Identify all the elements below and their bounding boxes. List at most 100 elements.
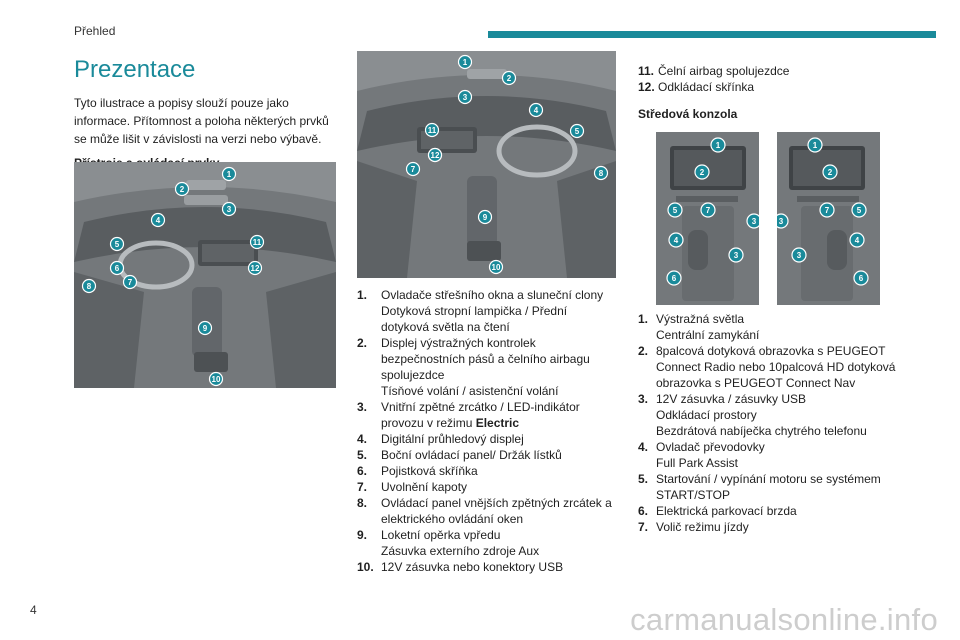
list-item: 4. Digitální průhledový displej — [357, 431, 617, 447]
callout-marker — [457, 89, 473, 105]
list-item: 5.Startování / vypínání motoru se systém… — [638, 471, 928, 503]
list-item-number: 1. — [357, 288, 368, 302]
list-item-number: 1. — [638, 312, 649, 326]
callout-label: 9 — [483, 213, 488, 222]
list-item: 2. 8palcová dotyková obrazovka s PEUGEOT … — [638, 343, 928, 391]
list-item-line: Pojistková skříňka — [381, 464, 478, 478]
callout-label: 6 — [115, 264, 120, 273]
list-item: 11.Čelní airbag spolujezdce — [638, 63, 928, 79]
callout-marker — [746, 213, 759, 229]
list-item-number: 5. — [357, 448, 368, 462]
list-item-line: 8palcová dotyková obrazovka s PEUGEOT Co… — [656, 344, 896, 390]
list-item-text: Volič režimu jízdy — [656, 519, 928, 535]
callout-marker — [710, 137, 726, 153]
callout-label: 7 — [825, 206, 830, 215]
callout-label: 3 — [752, 217, 757, 226]
callout-label: 10 — [492, 263, 501, 272]
list-item-line: Startování / vypínání motoru se systémem… — [656, 472, 881, 502]
callout-label: 3 — [797, 251, 802, 260]
callout-marker — [666, 270, 682, 286]
callout-label: 7 — [411, 165, 416, 174]
list-item-number: 11. — [638, 64, 655, 78]
list-item-text: Uvolnění kapoty — [381, 479, 617, 495]
list-item-text: Startování / vypínání motoru se systémem… — [656, 471, 928, 503]
list-item-line: Odkládací skřínka — [658, 80, 755, 94]
section-heading-console: Středová konzola — [638, 107, 738, 121]
callout-label: 2 — [180, 185, 185, 194]
list-item: 7. Volič režimu jízdy — [638, 519, 928, 535]
callout-marker — [851, 202, 867, 218]
callout-label: 1 — [813, 141, 818, 150]
dashboard-callouts-right: 1 2 3 4 5 6 7 8 9 10 11 12 — [405, 54, 609, 275]
list-item-line: Bezdrátová nabíječka chytrého telefonu — [656, 424, 867, 438]
list-item: 12.Odkládací skřínka — [638, 79, 928, 95]
callout-label: 3 — [227, 205, 232, 214]
list-item-number: 6. — [638, 504, 649, 518]
callout-label: 5 — [575, 127, 580, 136]
callout-marker — [221, 166, 237, 182]
callout-marker — [247, 260, 263, 276]
dashboard-callouts-left: 1 2 3 4 5 6 7 8 9 10 11 12 — [81, 166, 265, 387]
list-item-text: Displej výstražných kontrolek bezpečnost… — [381, 335, 617, 399]
list-item: 10.12V zásuvka nebo konektory USB — [357, 559, 617, 575]
list-item: 5.Boční ovládací panel/ Držák lístků — [357, 447, 617, 463]
list-item: 8. Ovládací panel vnějších zpětných zrcát… — [357, 495, 617, 527]
list-item-line: Vnitřní zpětné zrcátko / LED-indikátor p… — [381, 400, 580, 430]
dashboard-illustration-left: 1 2 3 4 5 6 7 8 9 10 11 12 — [74, 162, 336, 388]
callout-label: 3 — [734, 251, 739, 260]
list-item-line: Displej výstražných kontrolek bezpečnost… — [381, 336, 590, 382]
list-item-line: Digitální průhledový displej — [381, 432, 524, 446]
callout-marker — [81, 278, 97, 294]
callout-label: 12 — [431, 151, 440, 160]
list-item-text: Čelní airbag spolujezdce — [658, 63, 928, 79]
list-item-line: Ovladače střešního okna a sluneční clony — [381, 288, 604, 302]
callout-label: 4 — [156, 216, 161, 225]
console-callouts-right: 1 2 3 7 5 4 3 6 — [777, 137, 869, 286]
callout-marker — [424, 122, 440, 138]
list-item-text: Elektrická parkovací brzda — [656, 503, 928, 519]
list-item-number: 2. — [357, 336, 368, 350]
list-item-line: Ovládací panel vnějších zpětných zrcátek… — [381, 496, 612, 526]
callout-label: 7 — [706, 206, 711, 215]
list-item-text: Pojistková skříňka — [381, 463, 617, 479]
console-illustration-right: 1 2 3 7 5 4 3 6 — [777, 132, 880, 305]
list-item-line: Ovladač převodovky — [656, 440, 765, 454]
callout-marker — [667, 202, 683, 218]
callout-label: 4 — [674, 236, 679, 245]
callout-label: 5 — [673, 206, 678, 215]
callout-label: 1 — [227, 170, 232, 179]
list-item: 6. Elektrická parkovací brzda — [638, 503, 928, 519]
list-item-number: 7. — [638, 520, 649, 534]
callout-marker — [197, 320, 213, 336]
callout-marker — [777, 213, 789, 229]
callout-label: 3 — [463, 93, 468, 102]
callout-marker — [249, 234, 265, 250]
callout-label: 6 — [672, 274, 677, 283]
callout-label: 9 — [203, 324, 208, 333]
callout-marker — [208, 371, 224, 387]
list-item-line: Elektrická parkovací brzda — [656, 504, 797, 518]
list-item-number: 4. — [357, 432, 368, 446]
list-item-text: Odkládací skřínka — [658, 79, 928, 95]
list-item-line: Uvolnění kapoty — [381, 480, 468, 494]
list-item-number: 8. — [357, 496, 368, 510]
callout-marker — [488, 259, 504, 275]
page-title: Prezentace — [74, 56, 196, 83]
list-item-line: Zásuvka externího zdroje Aux — [381, 544, 540, 558]
list-item: 2. Displej výstražných kontrolek bezpečno… — [357, 335, 617, 399]
instrument-list: 1. Ovladače střešního okna a sluneční clo… — [357, 287, 617, 575]
list-item-text: 12V zásuvka nebo konektory USB — [381, 559, 617, 575]
callout-label: 6 — [859, 274, 864, 283]
list-item-line: Výstražná světla — [656, 312, 745, 326]
callout-marker — [853, 270, 869, 286]
list-item-line: 12V zásuvka nebo konektory USB — [381, 560, 564, 574]
list-item-line: Tísňové volání / asistenční volání — [381, 384, 559, 398]
watermark: carmanualsonline.info — [630, 602, 938, 637]
callout-label: 5 — [115, 240, 120, 249]
list-item-number: 2. — [638, 344, 649, 358]
